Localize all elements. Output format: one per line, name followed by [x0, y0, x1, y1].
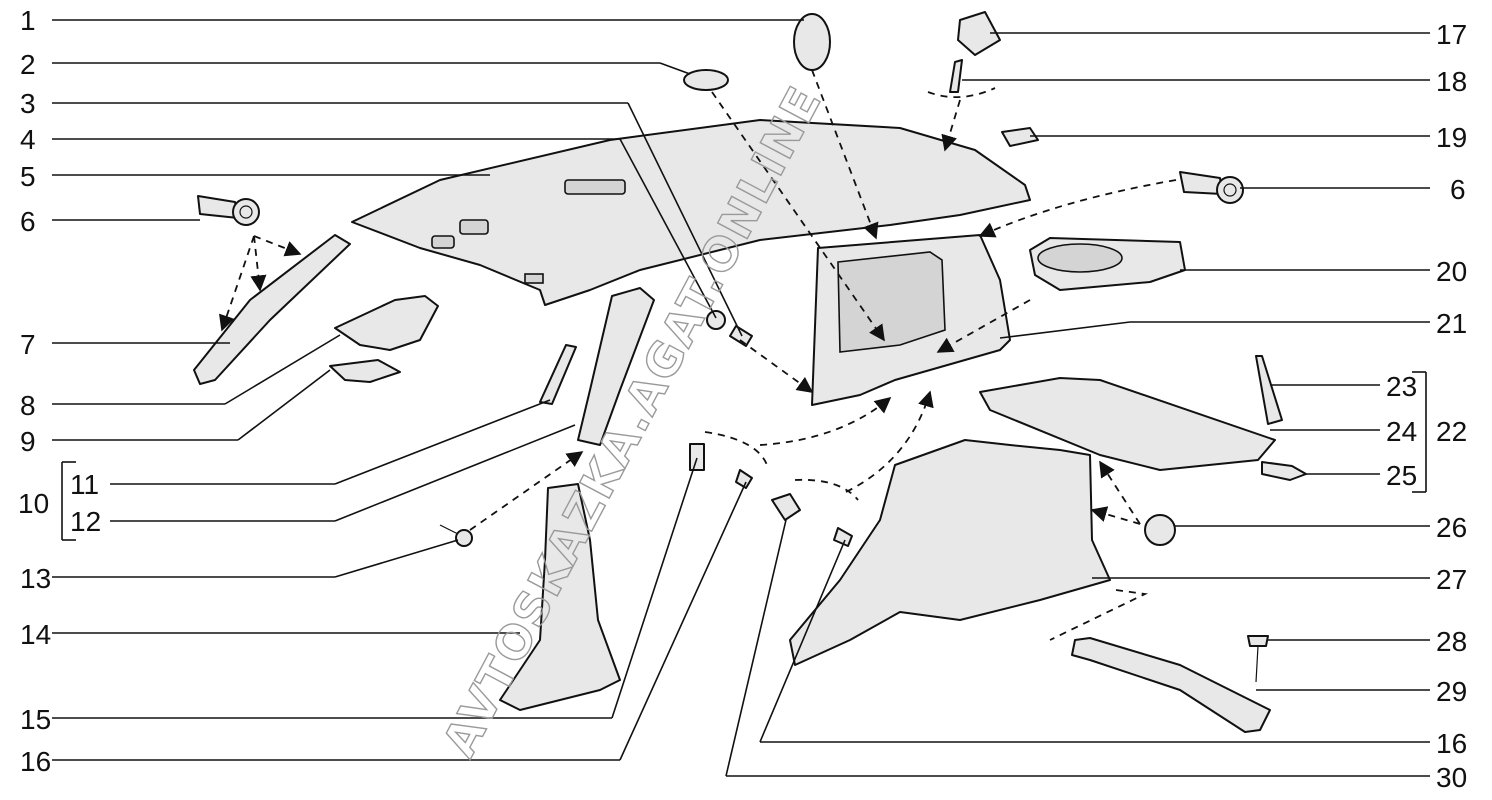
callout-right-28: 28 — [1436, 626, 1467, 657]
screw-16 — [735, 469, 753, 489]
a-pillar-trim-7 — [193, 234, 351, 385]
sill-29 — [1071, 637, 1271, 733]
callout-right-24: 24 — [1386, 416, 1417, 447]
callout-right-25: 25 — [1386, 460, 1417, 491]
screw-28 — [1247, 635, 1269, 647]
callout-left-7: 7 — [20, 329, 36, 360]
callout-right-19: 19 — [1436, 122, 1467, 153]
callout-left-10: 10 — [18, 488, 49, 519]
callout-left-13: 13 — [20, 563, 51, 594]
parcel-shelf-24 — [979, 377, 1276, 471]
callout-right-27: 27 — [1436, 564, 1467, 595]
callout-left-14: 14 — [20, 619, 51, 650]
callout-left-1: 1 — [20, 5, 36, 36]
pin-25 — [1261, 461, 1307, 481]
screw-3 — [729, 325, 753, 347]
callout-left-16: 16 — [20, 746, 51, 777]
callout-left-8: 8 — [20, 390, 36, 421]
headliner — [351, 119, 1031, 306]
callout-right-22: 22 — [1436, 416, 1467, 447]
callout-left-12: 12 — [70, 506, 101, 537]
callout-left-9: 9 — [20, 426, 36, 457]
callout-right-17: 17 — [1436, 19, 1467, 50]
callout-left-15: 15 — [20, 704, 51, 735]
callout-right-30: 30 — [1436, 762, 1467, 793]
callout-left-4: 4 — [20, 124, 36, 155]
clip-6-left — [197, 195, 260, 226]
assembly-arrows — [219, 69, 1177, 641]
washer-4 — [706, 310, 726, 330]
trunk-trim-27 — [789, 439, 1111, 666]
callout-right-21: 21 — [1436, 308, 1467, 339]
bracket-8 — [334, 295, 439, 351]
b-pillar-upper-12 — [577, 287, 655, 446]
clip-17 — [957, 11, 1001, 56]
callout-right-23: 23 — [1386, 371, 1417, 402]
callout-right-29: 29 — [1436, 676, 1467, 707]
callout-left-11: 11 — [70, 469, 99, 500]
nut-15 — [689, 443, 705, 471]
cap-1 — [793, 13, 831, 71]
screw-13 — [439, 524, 473, 547]
plug-2 — [683, 69, 729, 91]
cap-26 — [1144, 514, 1176, 546]
callout-right-18: 18 — [1436, 66, 1467, 97]
leader-lines — [52, 19, 1430, 777]
clip-19 — [1001, 127, 1039, 147]
screw-18 — [949, 59, 963, 93]
wedge-23 — [1255, 355, 1283, 425]
b-pillar-lower-14 — [499, 483, 621, 711]
callout-left-5: 5 — [20, 161, 36, 192]
callout-right-16: 16 — [1436, 728, 1467, 759]
callout-right-26: 26 — [1436, 512, 1467, 543]
callout-left-3: 3 — [20, 88, 36, 119]
strip-11 — [539, 344, 577, 405]
callout-right-6: 6 — [1450, 174, 1466, 205]
plate-9 — [329, 359, 401, 383]
callout-right-20: 20 — [1436, 256, 1467, 287]
screw-16b — [833, 527, 853, 547]
callout-left-6: 6 — [20, 206, 36, 237]
clip-6-right — [1179, 171, 1244, 204]
callout-left-2: 2 — [20, 49, 36, 80]
clip-30 — [771, 493, 801, 521]
